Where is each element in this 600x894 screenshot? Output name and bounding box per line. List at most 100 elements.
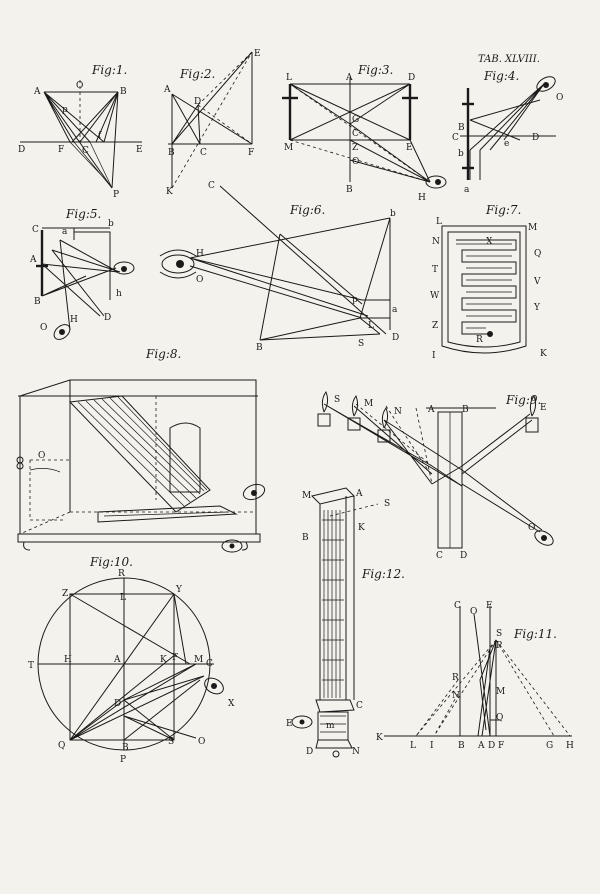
fig-3-label-c: C xyxy=(352,129,359,139)
fig-11-label-h: H xyxy=(566,741,574,751)
fig-5: Fig:5. C a b A B O D H h xyxy=(29,207,135,340)
fig-12-label-n: N xyxy=(352,747,360,757)
fig-8-label-o: O xyxy=(38,451,45,461)
fig-12-label-m: M xyxy=(302,491,311,501)
fig-7-label-r: R xyxy=(476,335,483,345)
fig-9-label-n: N xyxy=(394,407,402,417)
fig-2-label-a: A xyxy=(163,85,171,95)
fig-11-label-i: I xyxy=(430,741,434,751)
fig-1: Fig:1. A O B D F C E P p f xyxy=(18,63,143,200)
fig-11-label-s: S xyxy=(496,629,502,639)
fig-12-label-m-small: m xyxy=(326,721,335,731)
fig-9-label-s: S xyxy=(334,395,340,405)
fig-10-label-a: A xyxy=(113,655,121,665)
fig-2-label-e: E xyxy=(254,49,261,59)
fig-5-label-a-big: A xyxy=(29,255,37,265)
fig-5-label-b-small: b xyxy=(108,219,114,229)
fig-6-label-h: H xyxy=(196,249,204,259)
fig-5-label-h: H xyxy=(70,315,78,325)
fig-5-label-c: C xyxy=(32,225,39,235)
fig-2-label-k: K xyxy=(166,187,173,197)
fig-6-label-p: p xyxy=(352,295,358,305)
fig-11-label-l: L xyxy=(410,741,416,751)
fig-10-label-p: P xyxy=(120,755,126,765)
fig-1-label-p: P xyxy=(113,190,119,200)
fig-10-label-m: M xyxy=(194,655,203,665)
fig-9-label-o: O xyxy=(528,523,535,533)
fig-11-label-n: N xyxy=(452,691,460,701)
fig-7-label-w: W xyxy=(430,291,440,301)
fig-10-label-f: F xyxy=(172,653,178,663)
fig-2-label-b: B xyxy=(168,148,175,158)
fig-9-caption: Fig:9. xyxy=(505,393,541,407)
fig-7-label-n: N xyxy=(432,237,440,247)
fig-7: Fig:7. L M N Q T V W Y Z R I K X xyxy=(430,203,547,361)
fig-1-label-p-small: p xyxy=(62,105,68,115)
fig-2-label-f: F xyxy=(248,148,254,158)
fig-4-label-d: D xyxy=(532,133,539,143)
fig-1-label-e: E xyxy=(136,145,143,155)
fig-1-label-f: F xyxy=(58,145,64,155)
fig-7-label-x: X xyxy=(486,237,493,247)
fig-3-caption: Fig:3. xyxy=(357,63,393,77)
fig-11: Fig:11. C O E S P R N M Q K L I B A D F … xyxy=(376,601,574,751)
fig-1-caption: Fig:1. xyxy=(91,63,127,77)
fig-11-label-g: G xyxy=(546,741,553,751)
fig-12-label-k: K xyxy=(358,523,365,533)
fig-10-label-l: L xyxy=(120,593,126,603)
fig-7-label-m: M xyxy=(528,223,537,233)
fig-4-label-b-small: b xyxy=(458,149,464,159)
fig-12-caption: Fig:12. xyxy=(361,567,405,581)
fig-10-label-o: O xyxy=(198,737,205,747)
fig-7-label-q: Q xyxy=(534,249,541,259)
fig-12-label-d: D xyxy=(306,747,313,757)
fig-6: Fig:6. C b H O a B S D L p xyxy=(159,181,399,353)
fig-4-label-a: a xyxy=(464,185,470,195)
fig-2-label-c: C xyxy=(200,148,207,158)
fig-6-caption: Fig:6. xyxy=(289,203,325,217)
fig-10-label-d: D xyxy=(114,699,121,709)
fig-10: Fig:10. R Z Y L T H A K F M C D Q B P S … xyxy=(28,555,235,765)
fig-7-label-i: I xyxy=(432,351,436,361)
fig-11-label-a: A xyxy=(477,741,485,751)
fig-2-caption: Fig:2. xyxy=(179,67,215,81)
fig-12-label-b: B xyxy=(302,533,309,543)
fig-11-label-b: B xyxy=(458,741,465,751)
fig-11-label-k: K xyxy=(376,733,383,743)
fig-7-label-v: V xyxy=(533,277,541,287)
fig-6-label-o: O xyxy=(196,275,203,285)
fig-3-label-d: D xyxy=(408,73,415,83)
fig-3-label-g: G xyxy=(352,115,359,125)
fig-6-label-b: B xyxy=(256,343,263,353)
fig-5-label-h-small: h xyxy=(116,289,122,299)
fig-3: Fig:3. L A D M E B H G Z C O xyxy=(282,63,447,203)
fig-11-label-r: R xyxy=(452,673,459,683)
fig-12: Fig:12. M A S B K E D N C m xyxy=(286,487,405,758)
fig-11-label-q: Q xyxy=(496,713,503,723)
fig-3-label-b: B xyxy=(346,185,353,195)
fig-11-label-e: E xyxy=(486,601,493,611)
fig-9-label-m: M xyxy=(364,399,373,409)
fig-4-label-e: e xyxy=(504,139,509,149)
fig-6-label-s: S xyxy=(358,339,364,349)
fig-4-caption: Fig:4. xyxy=(483,69,519,83)
fig-3-label-h: H xyxy=(418,193,426,203)
fig-6-label-l: L xyxy=(368,321,374,331)
fig-11-label-c: C xyxy=(454,601,461,611)
fig-3-label-l: L xyxy=(286,73,292,83)
fig-11-label-m: M xyxy=(496,687,505,697)
fig-1-label-b: B xyxy=(120,87,127,97)
fig-5-label-a: a xyxy=(62,227,68,237)
fig-7-label-l: L xyxy=(436,217,442,227)
fig-12-label-c: C xyxy=(356,701,363,711)
fig-7-label-y: Y xyxy=(533,303,541,313)
fig-7-label-z: Z xyxy=(432,321,438,331)
fig-5-label-o: O xyxy=(40,323,47,333)
fig-5-label-d: D xyxy=(104,313,111,323)
fig-6-label-b-small: b xyxy=(390,209,396,219)
fig-6-label-a: a xyxy=(392,305,398,315)
fig-11-caption: Fig:11. xyxy=(513,627,557,641)
fig-12-label-e: E xyxy=(286,719,293,729)
fig-10-label-b: B xyxy=(122,743,129,753)
